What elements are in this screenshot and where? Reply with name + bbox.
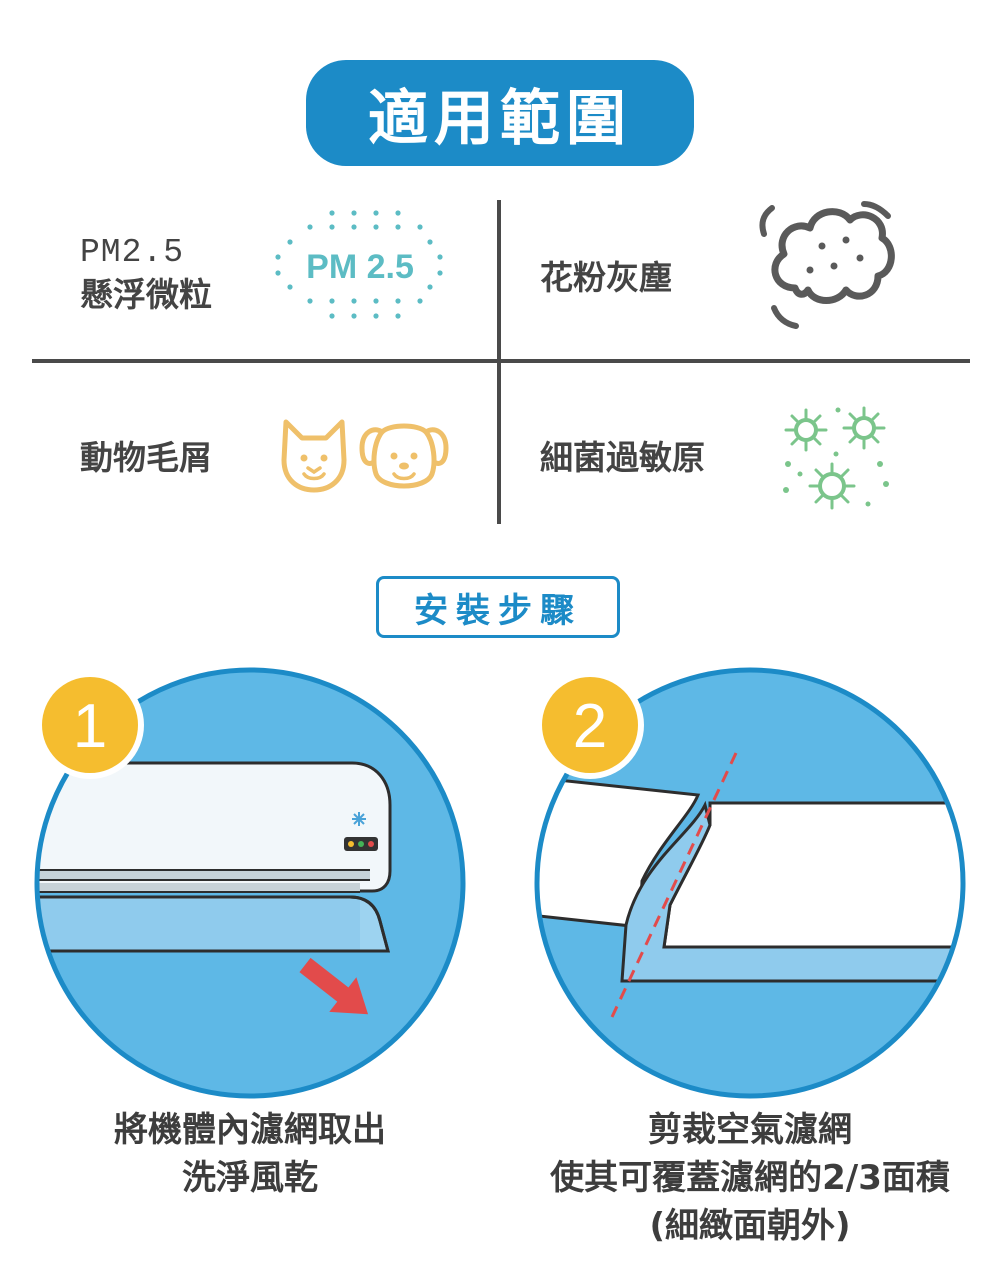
pm-label: PM2.5 懸浮微粒 [80,232,212,316]
pm25-dots-icon: PM 2.5 [275,210,443,319]
pm-label-line2: 懸浮微粒 [80,275,212,314]
step2-caption-line1: 剪裁空氣濾網 [648,1110,852,1150]
dust-cloud-icon [759,201,895,329]
step1-number: 1 [73,692,107,761]
step2-caption-line3: (細緻面朝外) [649,1206,851,1246]
grid-divider-horizontal [32,359,970,363]
step1-caption: 將機體內濾網取出 洗淨風乾 [50,1106,450,1202]
pm25-icon-text: PM 2.5 [306,248,414,286]
section-title-steps: 安裝步驟 [376,576,620,638]
arrow-down-right-icon [299,957,369,1015]
bacteria-label: 細菌過敏原 [540,438,705,477]
pm-label-line1: PM2.5 [80,234,185,271]
step2-number: 2 [573,692,607,761]
section-title-scope: 適用範圍 [306,60,694,166]
germ-icon [783,406,889,510]
step1-caption-line2: 洗淨風乾 [182,1158,318,1198]
cat-dog-icon [281,419,449,493]
pets-label: 動物毛屑 [80,438,212,477]
step2-caption-line2: 使其可覆蓋濾網的2/3面積 [550,1158,950,1198]
step1-illustration: 1 [34,667,466,1099]
step1-caption-line1: 將機體內濾網取出 [114,1110,386,1150]
snowflake-icon [352,812,366,826]
step2-caption: 剪裁空氣濾網 使其可覆蓋濾網的2/3面積 (細緻面朝外) [510,1106,990,1250]
pollen-label: 花粉灰塵 [540,258,672,297]
step2-illustration: 2 [534,667,966,1099]
